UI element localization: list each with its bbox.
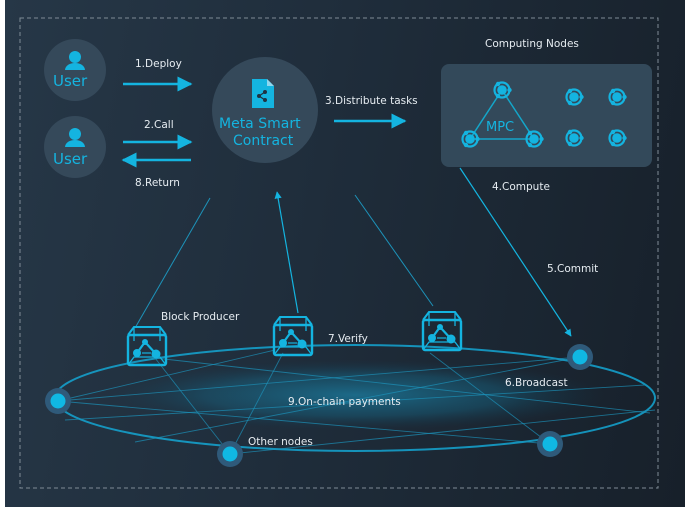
diagram-canvas: User User 1.Deploy 2.Call 8.Return Meta … — [5, 0, 685, 507]
user-label-2: User — [53, 150, 88, 168]
user-label-1: User — [53, 72, 88, 90]
line-contract-to-node — [354, 194, 434, 307]
step-verify-label: 7.Verify — [328, 333, 368, 345]
network-glow — [105, 360, 605, 430]
contract-label-line1: Meta Smart — [219, 116, 301, 132]
block-producer-icon-2 — [272, 315, 314, 357]
step-broadcast-label: 6.Broadcast — [505, 377, 568, 389]
commit-arrow — [459, 167, 572, 337]
step-deploy-label: 1.Deploy — [135, 58, 182, 70]
computing-nodes-title: Computing Nodes — [485, 38, 579, 50]
mpc-label: MPC — [486, 120, 515, 135]
contract-circle — [212, 57, 318, 163]
mpc-triangle — [468, 88, 536, 140]
user-icon — [65, 51, 85, 147]
step-compute-label: 4.Compute — [492, 181, 550, 193]
mesh-lines — [57, 349, 656, 455]
block-producer-icon-3 — [421, 310, 463, 352]
step-distribute-label: 3.Distribute tasks — [325, 95, 418, 107]
computing-panel — [441, 64, 652, 167]
other-nodes-label: Other nodes — [248, 436, 313, 448]
step-payments-label: 9.On-chain payments — [288, 396, 401, 408]
diagram-graphics — [19, 17, 659, 489]
step-call-label: 2.Call — [144, 119, 174, 131]
line-verify-arrow — [274, 191, 299, 314]
step-return-label: 8.Return — [135, 177, 180, 189]
network-nodes — [45, 344, 593, 467]
line-contract-to-producer — [134, 197, 211, 329]
block-producer-label: Block Producer — [161, 311, 240, 323]
step-commit-label: 5.Commit — [547, 263, 599, 275]
contract-label-line2: Contract — [233, 133, 294, 149]
document-share-icon — [252, 79, 274, 108]
